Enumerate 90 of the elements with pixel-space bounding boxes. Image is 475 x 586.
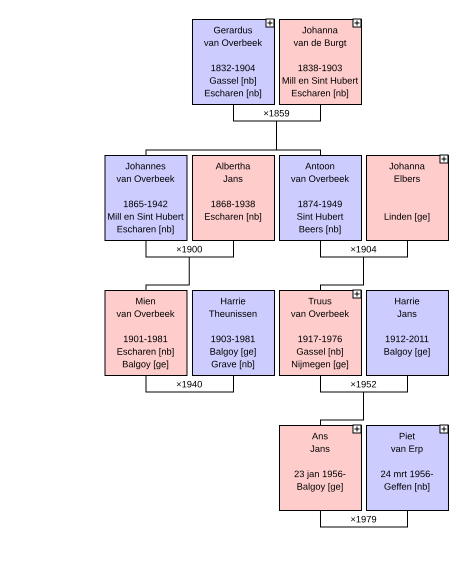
person-box	[192, 290, 275, 376]
place-name: Linden [ge]	[384, 212, 430, 222]
life-dates: 23 jan 1956-	[294, 470, 346, 480]
person-box	[192, 18, 275, 105]
person-box	[104, 155, 188, 241]
person-name: Johannes	[125, 162, 166, 170]
connector-line	[320, 256, 364, 290]
person-box	[192, 155, 275, 241]
life-dates: 1868-1938	[211, 200, 255, 208]
person-name: Johanna	[389, 162, 425, 170]
connector-line	[320, 510, 364, 528]
life-dates: 1912-2011	[386, 336, 428, 342]
place-name: Escharen [nb]	[117, 348, 174, 357]
connector-line	[363, 510, 408, 528]
connector-line	[276, 120, 277, 150]
place-name: Escharen [nb]	[204, 90, 262, 98]
place-name: Geffen [nb]	[384, 482, 430, 492]
marriage-year: ×1900	[176, 246, 202, 252]
connector-line	[363, 376, 408, 392]
connector-line	[320, 240, 364, 258]
life-dates: 1874-1949	[298, 200, 342, 208]
person-name: van Overbeek	[290, 310, 350, 317]
person-name: van Erp	[390, 445, 423, 454]
connector-line	[320, 376, 364, 392]
marriage-year: ×1859	[264, 110, 290, 116]
place-name: Balgoy [ge]	[297, 482, 343, 492]
connector-line	[276, 104, 321, 122]
person-name: van Overbeek	[290, 175, 350, 182]
connector-line	[363, 240, 408, 258]
life-dates: 1903-1981	[211, 336, 255, 342]
connector-line	[276, 150, 321, 156]
person-name: van Overbeek	[116, 310, 175, 317]
connector-line	[146, 150, 277, 156]
place-name: Escharen [nb]	[117, 226, 174, 234]
connector-line	[146, 256, 190, 290]
place-name: Mill en Sint Hubert	[108, 212, 184, 220]
person-name: Antoon	[305, 162, 334, 170]
person-name: Albertha	[216, 162, 250, 170]
connector-line	[320, 392, 364, 426]
connector-line	[146, 376, 190, 392]
person-name: Truus	[308, 298, 332, 304]
place-name: Balgoy [ge]	[210, 348, 256, 357]
person-name: Jans	[397, 310, 416, 317]
place-name: Gassel [nb]	[296, 348, 343, 357]
life-dates: 1865-1942	[124, 200, 168, 208]
marriage-year: ×1940	[176, 380, 202, 388]
person-box	[279, 18, 362, 105]
marriage-year: ×1904	[351, 246, 376, 252]
person-name: Harrie	[221, 298, 246, 304]
person-name: van de Burgt	[294, 39, 346, 48]
person-box	[279, 155, 362, 241]
place-name: Sint Hubert	[297, 212, 344, 220]
life-dates: 24 mrt 1956-	[381, 470, 434, 478]
connector-line	[188, 376, 234, 392]
person-name: van Overbeek	[204, 39, 262, 46]
connector-line	[188, 240, 234, 258]
person-name: Ans	[312, 432, 328, 440]
person-name: Johanna	[302, 26, 338, 34]
person-name: van Overbeek	[116, 175, 175, 182]
place-name: Escharen [nb]	[204, 212, 262, 222]
person-name: Mien	[136, 298, 155, 304]
marriage-year: ×1952	[351, 380, 376, 388]
person-box	[366, 154, 449, 241]
marriage-year: ×1979	[351, 516, 376, 522]
person-name: Theunissen	[209, 310, 256, 317]
person-box	[366, 290, 449, 376]
life-dates: 1832-1904	[211, 64, 256, 72]
person-box	[279, 290, 362, 376]
person-name: Jans	[310, 445, 330, 452]
person-name: Piet	[400, 432, 415, 440]
place-name: Beers [nb]	[300, 226, 341, 234]
connector-line	[233, 104, 277, 122]
person-box	[279, 424, 362, 511]
connector-line	[146, 240, 190, 258]
person-box	[366, 424, 449, 511]
person-box	[104, 290, 188, 376]
life-dates: 1901-1981	[124, 336, 168, 342]
place-name: Mill en Sint Hubert	[282, 76, 358, 84]
place-name: Balgoy [ge]	[122, 360, 168, 370]
life-dates: 1917-1976	[298, 336, 342, 342]
person-name: Elbers	[394, 175, 420, 182]
place-name: Escharen [nb]	[292, 90, 348, 98]
person-name: Harrie	[395, 298, 420, 304]
person-name: Gerardus	[214, 26, 252, 34]
place-name: Balgoy [ge]	[384, 348, 430, 357]
person-name: Jans	[223, 176, 242, 182]
place-name: Grave [nb]	[212, 360, 254, 370]
life-dates: 1838-1903	[298, 64, 342, 72]
place-name: Nijmegen [ge]	[292, 360, 348, 370]
place-name: Gassel [nb]	[210, 76, 256, 86]
